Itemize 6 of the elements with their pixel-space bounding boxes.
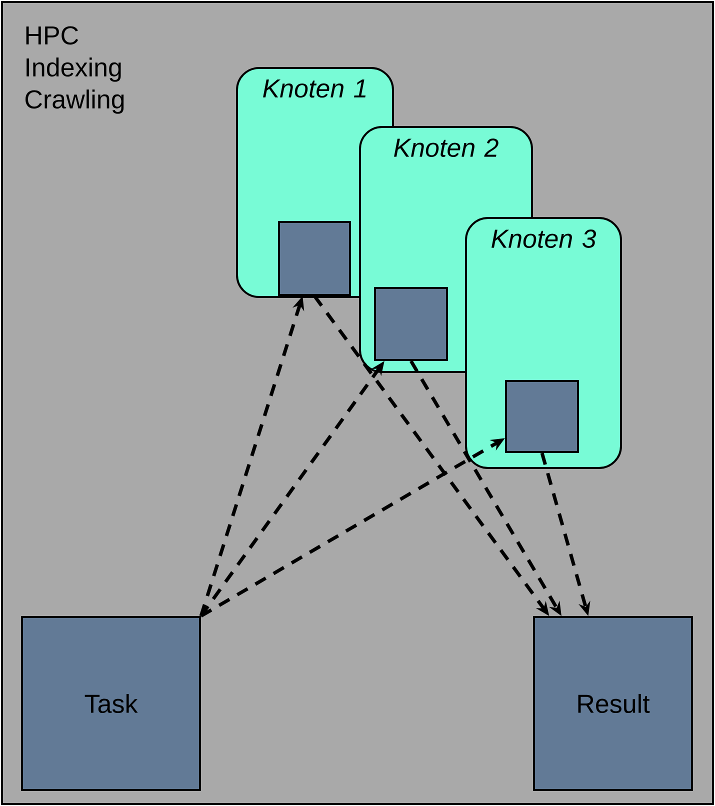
process-square [278, 221, 351, 296]
process-box: Task [21, 616, 201, 791]
process-box: Result [533, 616, 693, 791]
process-square [374, 287, 448, 361]
process-square [505, 380, 579, 453]
heading: HPC Indexing Crawling [26, 26, 124, 114]
